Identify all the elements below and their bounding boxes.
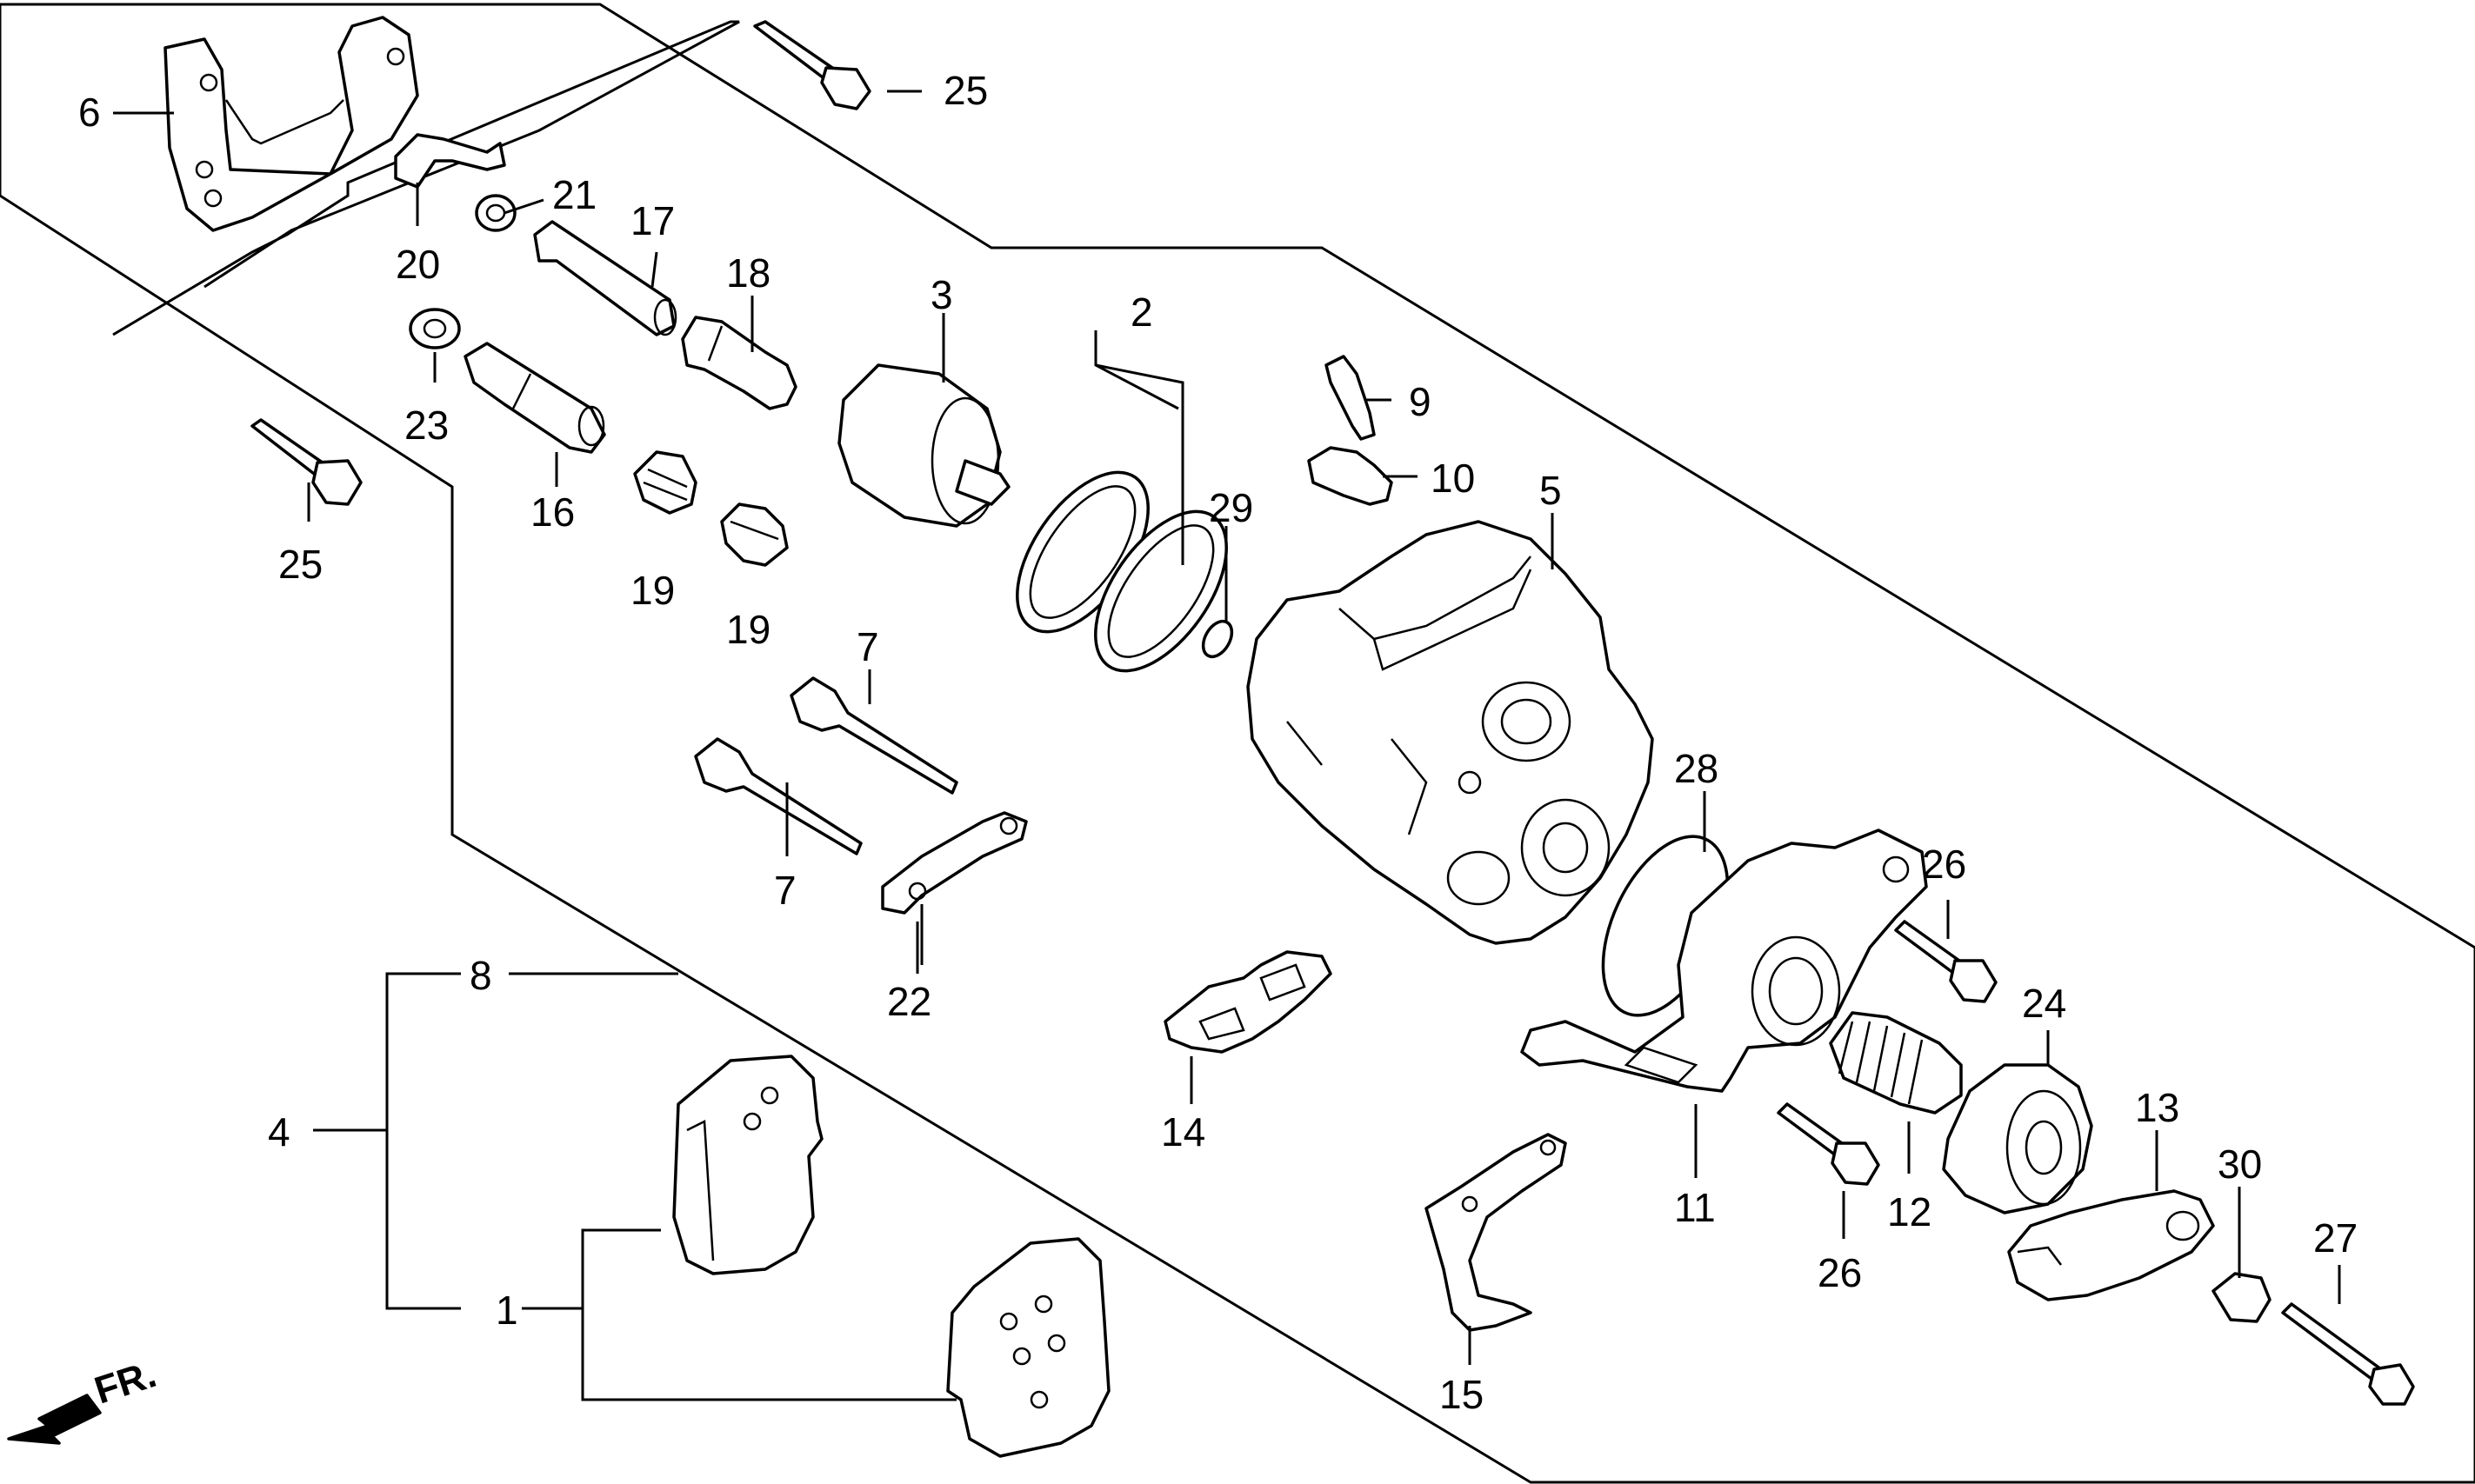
bolt-26b-part	[1777, 1102, 1880, 1186]
o-ring-29-part	[1201, 619, 1234, 659]
boot-19a-part	[633, 450, 697, 515]
label-part-19a: 19	[630, 568, 675, 613]
label-part-8: 8	[470, 953, 492, 998]
slide-pin-17-part	[533, 220, 677, 336]
label-part-16: 16	[530, 489, 575, 535]
label-part-17: 17	[630, 198, 675, 243]
bolt-25a-part	[753, 20, 871, 110]
shim-14-part	[1164, 950, 1332, 1054]
label-part-25a: 25	[944, 68, 988, 113]
brake-pad-lower-part	[946, 1237, 1111, 1458]
label-part-12: 12	[1887, 1189, 1931, 1234]
label-part-25b: 25	[278, 542, 323, 587]
label-part-14: 14	[1161, 1109, 1205, 1155]
caliper-body-part	[1246, 520, 1654, 945]
front-direction-label: FR.	[90, 1353, 162, 1413]
spring-12-part	[1829, 1011, 1963, 1115]
group-outline	[0, 3, 2475, 1484]
label-part-10: 10	[1431, 456, 1475, 501]
label-part-7a: 7	[857, 624, 879, 669]
label-part-2: 2	[1131, 289, 1153, 335]
label-part-24: 24	[2022, 981, 2066, 1026]
piston-part	[837, 363, 1011, 528]
bolt-26a-part	[1894, 920, 1998, 1003]
seal-rings-part	[1016, 470, 1228, 673]
label-part-4: 4	[268, 1109, 290, 1155]
brake-pad-upper-part	[672, 1055, 824, 1275]
label-part-15: 15	[1439, 1372, 1484, 1417]
label-part-23: 23	[404, 403, 449, 448]
retainer-plate-part	[881, 811, 1028, 915]
bleed-valve-part	[1324, 355, 1376, 441]
washer-21-part	[475, 194, 517, 232]
bolt-27-part	[2281, 1302, 2415, 1406]
lever-arm-part	[2007, 1189, 2215, 1301]
label-part-21: 21	[552, 172, 597, 217]
label-part-30: 30	[2218, 1141, 2262, 1187]
label-part-26a: 26	[1922, 842, 1966, 887]
pin-18-part	[681, 316, 797, 410]
leader-lines	[113, 90, 2341, 1401]
boot-19b-part	[720, 502, 789, 567]
pad-spring-part	[394, 133, 506, 189]
sleeve-16-part	[464, 342, 606, 454]
label-part-18: 18	[726, 250, 771, 296]
pin-7a-part	[790, 676, 958, 795]
label-part-5: 5	[1539, 468, 1562, 513]
label-part-26b: 26	[1818, 1250, 1862, 1295]
label-part-29: 29	[1209, 485, 1253, 530]
label-part-27: 27	[2313, 1215, 2358, 1261]
label-part-3: 3	[931, 272, 953, 317]
parking-brake-housing-part	[1520, 829, 1928, 1093]
label-part-1: 1	[496, 1288, 518, 1333]
washer-23-part	[409, 308, 461, 349]
label-part-20: 20	[396, 242, 440, 287]
part-labels: 25 6 21 17 20 18 3 2 9 23 10 5 29 16 25 …	[78, 68, 2358, 1417]
bleed-cap-part	[1307, 446, 1393, 506]
pin-7b-part	[694, 737, 863, 855]
label-part-28: 28	[1674, 746, 1718, 791]
label-part-19b: 19	[726, 607, 771, 652]
label-part-9: 9	[1409, 379, 1431, 424]
label-part-11: 11	[1674, 1185, 1716, 1230]
label-part-7b: 7	[774, 868, 797, 913]
nut-30-part	[2211, 1272, 2272, 1323]
front-direction-arrow: FR.	[7, 1353, 162, 1445]
label-part-22: 22	[887, 979, 931, 1024]
cam-24-part	[1942, 1063, 2093, 1214]
bolt-25b-part	[250, 418, 363, 506]
pad-retainer-15-part	[1424, 1133, 1567, 1332]
mounting-bracket-part	[163, 16, 419, 232]
label-part-6: 6	[78, 90, 101, 135]
label-part-13: 13	[2135, 1085, 2179, 1130]
